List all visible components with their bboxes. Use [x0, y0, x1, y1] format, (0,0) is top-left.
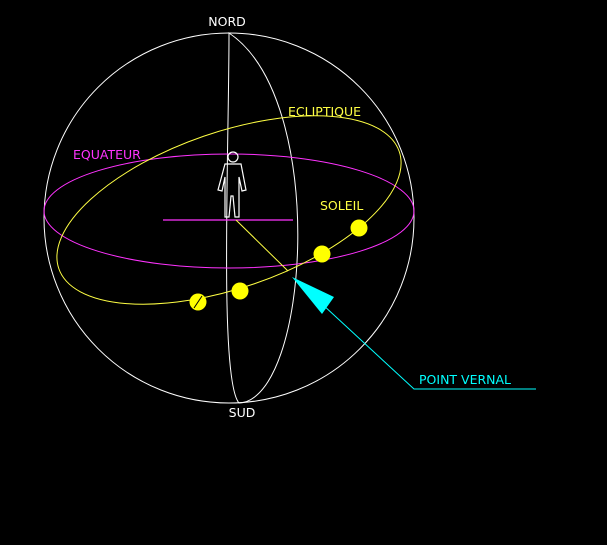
- label-equator: EQUATEUR: [73, 147, 141, 162]
- meridian-curve: [226, 32, 299, 404]
- sun-icon: [189, 293, 207, 311]
- sun-icon: [350, 219, 368, 237]
- sun-icon: [313, 245, 331, 263]
- label-ecliptic: ECLIPTIQUE: [288, 104, 361, 119]
- vernal-leader-line: [321, 303, 536, 390]
- person-icon: [217, 151, 247, 218]
- sun-icon: [231, 282, 249, 300]
- ecliptic-curve: [56, 115, 402, 305]
- label-north: NORD: [208, 14, 246, 29]
- label-vernal-point: POINT VERNAL: [419, 372, 511, 387]
- label-south: SUD: [229, 405, 256, 420]
- arrow-icon: [292, 277, 334, 314]
- label-sun: SOLEIL: [320, 198, 363, 213]
- observer-line: [235, 219, 289, 272]
